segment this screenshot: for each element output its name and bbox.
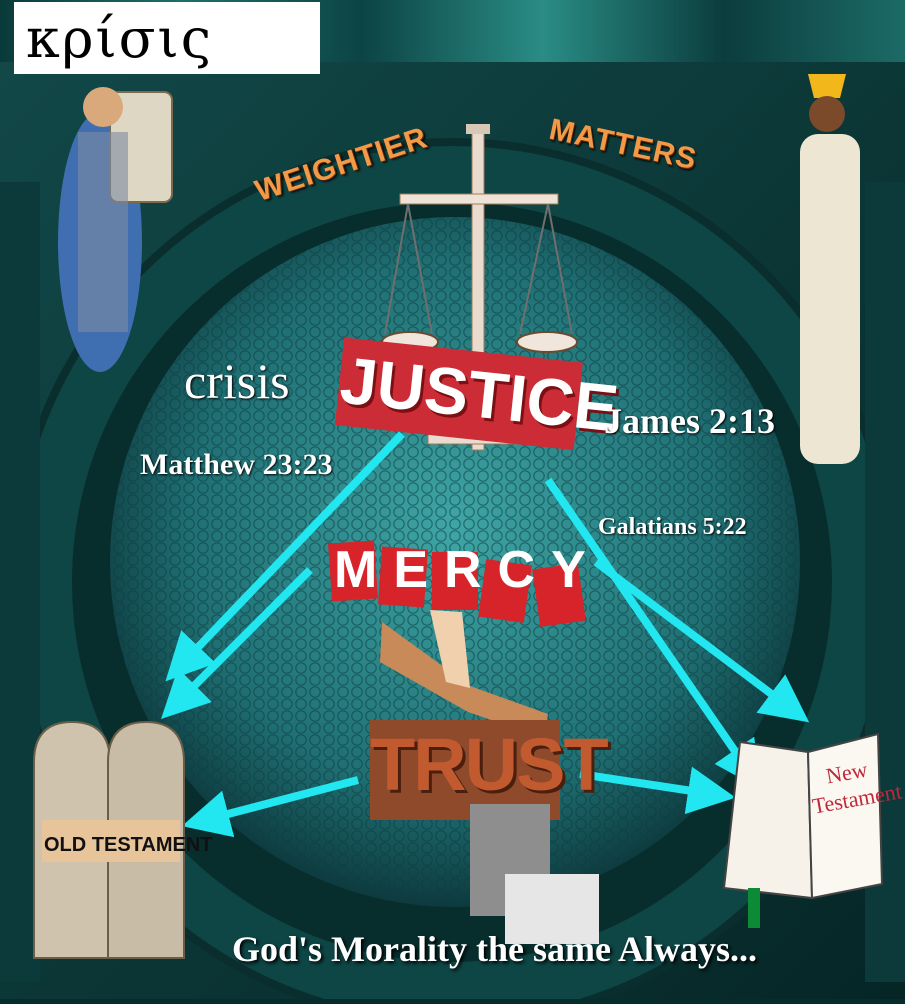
illustration-art [0,62,905,1004]
logo-text: κρίσις [26,6,213,70]
logo: κρίσις [14,2,320,74]
trust-block [370,720,560,820]
handshake-icon [380,610,548,738]
galatians-reference: Galatians 5:22 [598,514,747,540]
trust-label: TRUST [370,723,609,806]
justice-block [334,337,583,451]
james-reference: James 2:13 [604,401,775,441]
matthew-reference: Matthew 23:23 [140,448,333,481]
stone-tablets-icon [33,720,185,959]
footer-caption: God's Morality the same Always... [232,929,757,969]
mercy-blocks [328,540,586,627]
mercy-label: MERCY [334,541,602,599]
arrows [161,431,810,838]
holding-hands-icon [470,804,599,944]
illustration: WEIGHTIER MATTERS crisis JUSTICE Matthew… [0,62,905,1004]
king-figure [800,74,860,464]
moses-figure [58,87,173,372]
book-icon [722,732,884,928]
crisis-label: crisis [184,353,290,409]
old-testament-label: OLD TESTAMENT [44,834,213,856]
